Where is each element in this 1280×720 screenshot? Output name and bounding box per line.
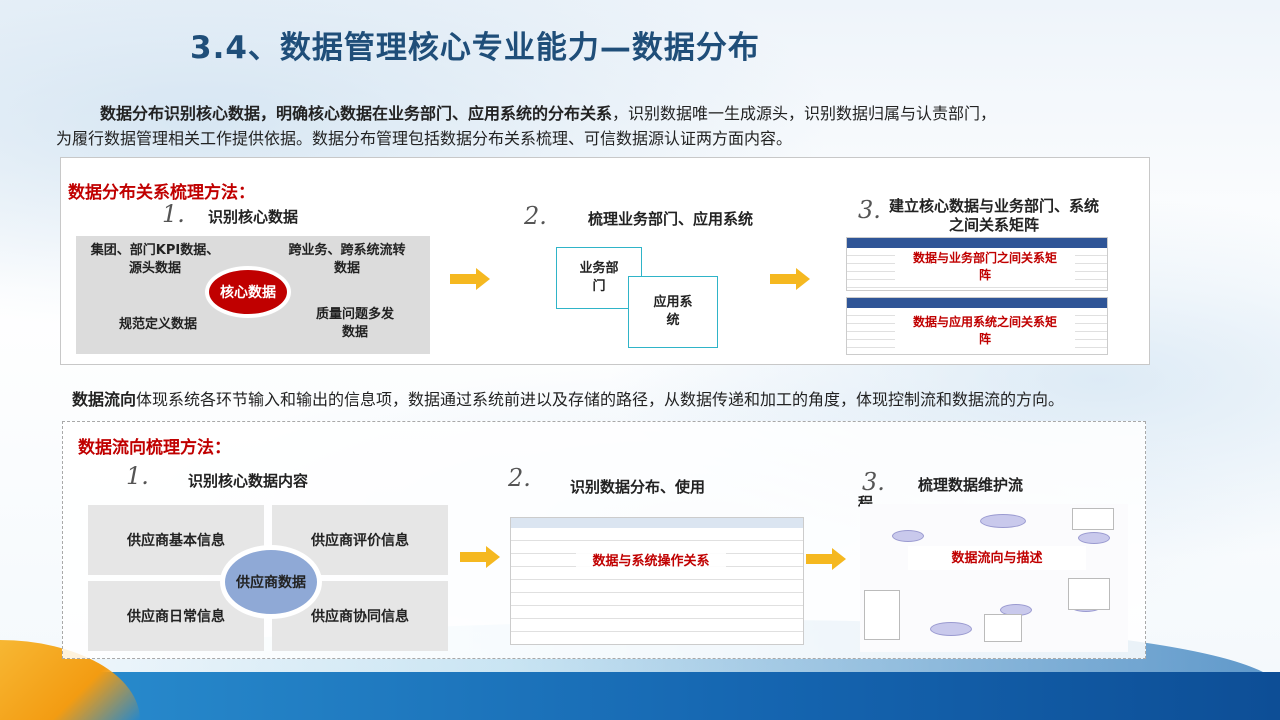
arrow-right-icon (806, 548, 846, 570)
intro-bold: 数据分布识别核心数据，明确核心数据在业务部门、应用系统的分布关系 (100, 104, 613, 123)
supplier-data-center: 供应商数据 (220, 545, 322, 619)
intro-rest: ，识别数据唯一生成源头，识别数据归属与认责部门， (612, 104, 997, 123)
app-system-doc: 应用系 统 (628, 276, 718, 348)
s2-step1-number: 1. (126, 462, 149, 490)
s2-step2-label: 识别数据分布、使用 (570, 478, 706, 496)
s2-step1-label: 识别核心数据内容 (188, 472, 309, 490)
flow-section-title: 数据流向梳理方法： (78, 438, 231, 458)
arrow-right-icon (770, 268, 810, 290)
s1-step3-label: 建立核心数据与业务部门、系统 之间关系矩阵 (888, 197, 1099, 234)
s1-step3-number: 3. (858, 196, 881, 224)
s1-step1-number: 1. (162, 200, 185, 228)
flow-intro-rest: 体现系统各环节输入和输出的信息项，数据通过系统前进以及存储的路径，从数据传递和加… (136, 390, 1065, 409)
s2-step2-number: 2. (508, 464, 531, 492)
supplier-daily-info: 供应商日常信息 (88, 581, 264, 651)
core-data-quality: 质量问题多发 数据 (315, 307, 394, 340)
core-data-center: 核心数据 (205, 266, 291, 318)
intro-line-2: 为履行数据管理相关工作提供依据。数据分布管理包括数据分布关系梳理、可信数据源认证… (56, 129, 793, 148)
s2-step3-number: 3. (862, 468, 885, 496)
dept-matrix-caption: 数据与业务部门之间关系矩 阵 (895, 248, 1075, 286)
flow-intro: 数据流向体现系统各环节输入和输出的信息项，数据通过系统前进以及存储的路径，从数据… (72, 387, 1252, 413)
footer-band (0, 672, 1280, 720)
core-data-cross-system: 跨业务、跨系统流转 数据 (288, 243, 406, 276)
flow-intro-bold: 数据流向 (72, 390, 137, 409)
core-data-kpi: 集团、部门KPI数据、 源头数据 (90, 243, 220, 276)
intro-line-1: 数据分布识别核心数据，明确核心数据在业务部门、应用系统的分布关系，识别数据唯一生… (100, 101, 1200, 127)
s1-step2-label: 梳理业务部门、应用系统 (588, 210, 754, 228)
supplier-basic-info: 供应商基本信息 (88, 505, 264, 575)
system-matrix-caption: 数据与应用系统之间关系矩 阵 (895, 312, 1075, 350)
data-system-caption: 数据与系统操作关系 (576, 550, 726, 572)
supplier-evaluation-info: 供应商评价信息 (272, 505, 448, 575)
arrow-right-icon (460, 546, 500, 568)
distribution-section-title: 数据分布关系梳理方法： (68, 183, 255, 203)
s2-step3-label: 梳理数据维护流 (918, 476, 1024, 494)
data-flow-diagram (860, 504, 1128, 652)
core-data-standard: 规范定义数据 (118, 317, 197, 332)
business-dept-doc: 业务部 门 (556, 247, 642, 309)
s1-step1-label: 识别核心数据 (208, 208, 299, 226)
page-title: 3.4、数据管理核心专业能力—数据分布 (190, 30, 760, 66)
data-system-table (510, 517, 804, 645)
data-flow-caption: 数据流向与描述 (908, 546, 1086, 570)
s1-step2-number: 2. (524, 202, 547, 230)
arrow-right-icon (450, 268, 490, 290)
